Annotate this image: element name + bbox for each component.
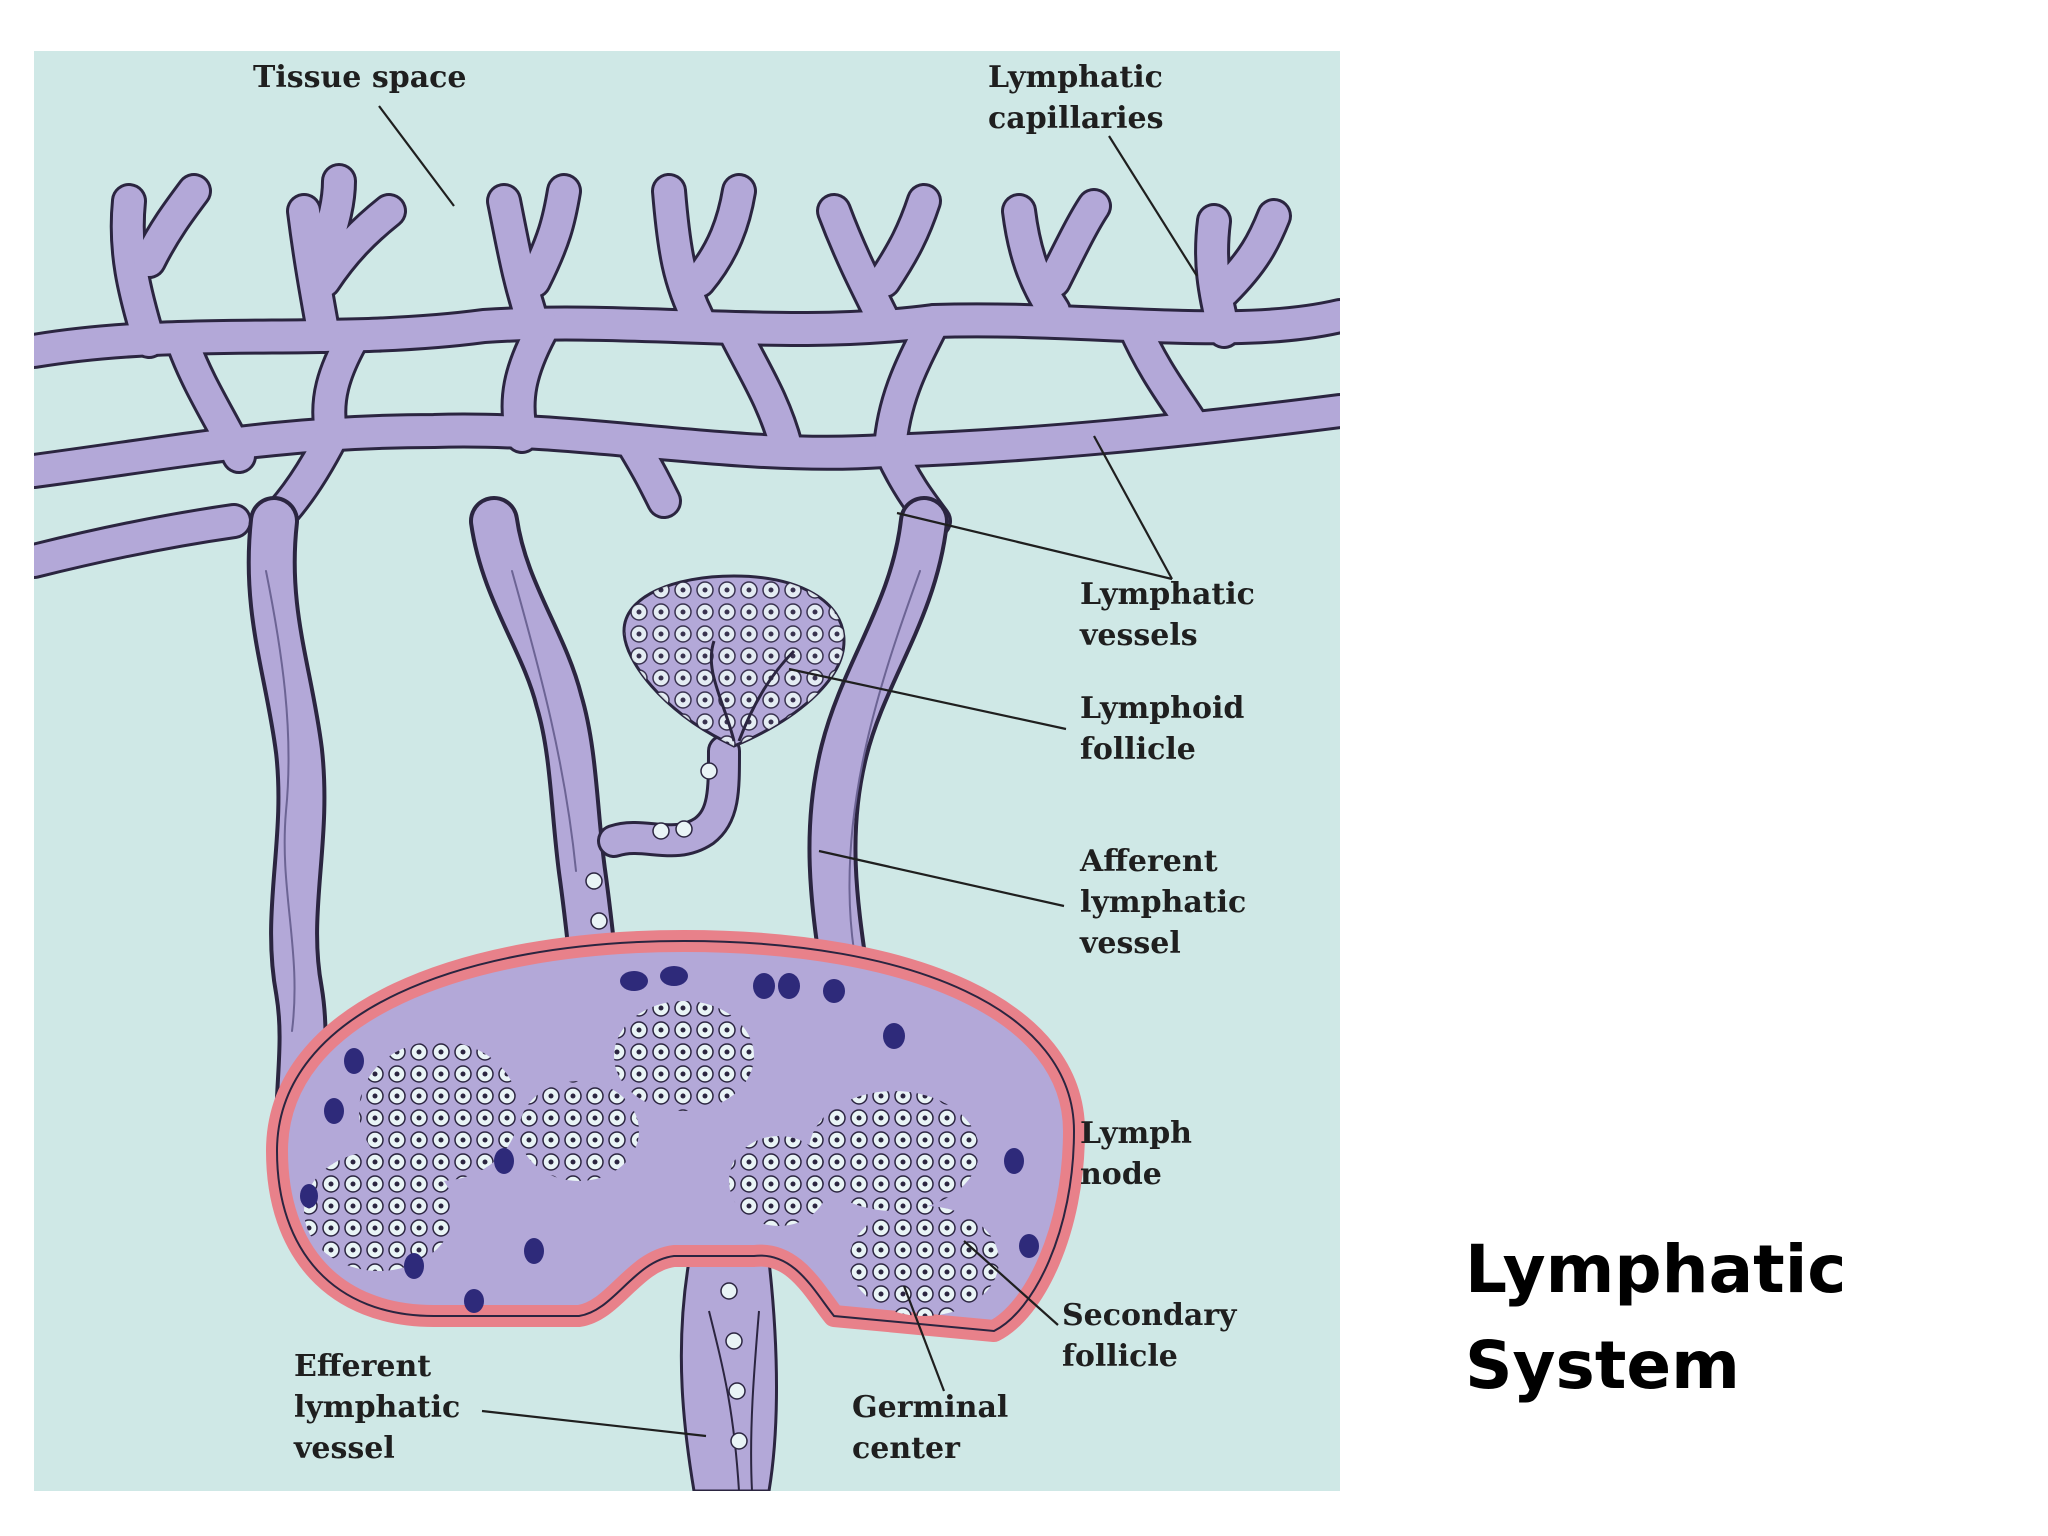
label-secondary-follicle: Secondary follicle (1062, 1298, 1237, 1374)
diagram-artwork (34, 105, 1340, 1491)
label-germinal-center: Germinal center (852, 1390, 1009, 1466)
efferent-vessel (679, 1259, 778, 1491)
label-lymph-node: Lymph node (1080, 1116, 1192, 1192)
capillary-network (34, 163, 1340, 579)
lymph-node (266, 930, 1085, 1342)
slide-title: Lymphatic System (1465, 1231, 1847, 1404)
leader-lines (378, 105, 1198, 1438)
label-efferent-lymphatic-vessel: Efferent lymphatic vessel (294, 1349, 461, 1466)
lymphoid-follicle (585, 574, 846, 1010)
label-lymphoid-follicle: Lymphoid follicle (1080, 691, 1245, 767)
lymphatic-system-diagram: Tissue space Lymphatic capillaries Lymph… (34, 51, 1340, 1491)
label-lymphatic-vessels: Lymphatic vessels (1080, 577, 1255, 653)
label-lymphatic-capillaries: Lymphatic capillaries (988, 60, 1164, 136)
label-afferent-lymphatic-vessel: Afferent lymphatic vessel (1080, 844, 1247, 961)
label-tissue-space: Tissue space (253, 60, 467, 95)
